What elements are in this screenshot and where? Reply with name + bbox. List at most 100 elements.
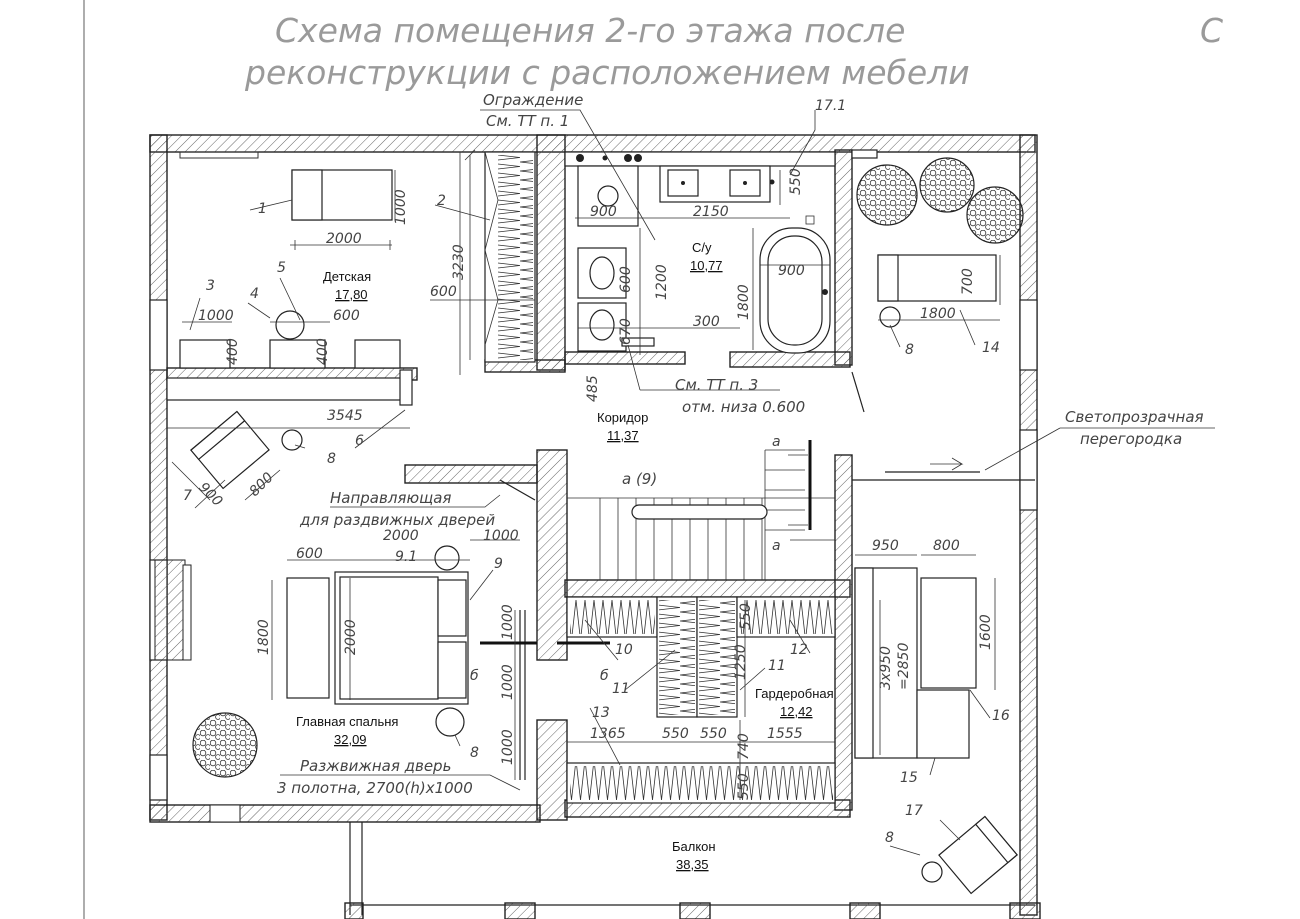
dim-sofa-seat: 800 — [933, 538, 960, 554]
marker-2: 2 — [437, 193, 446, 209]
dim-1250: 1250 — [733, 644, 749, 680]
dim-kids-bed-length: 2000 — [326, 231, 362, 247]
dim-master-bed-length: 2000 — [383, 528, 419, 544]
note-railing-2: См. ТТ п. 1 — [486, 112, 569, 130]
bedside-table-bottom — [435, 707, 465, 737]
section-mark-b-left: б — [470, 668, 479, 684]
marker-17-1: 17.1 — [815, 98, 846, 114]
leader-lines — [189, 109, 1215, 856]
stairs — [567, 440, 835, 580]
dim-bidet-width: 670 — [618, 318, 634, 345]
dim-desk-depth-a: 400 — [225, 338, 241, 365]
stair-handrail — [631, 504, 768, 520]
dim-740: 740 — [736, 733, 752, 760]
marker-9: 9 — [494, 556, 503, 572]
marker-12: 12 — [790, 642, 808, 658]
bench — [286, 577, 330, 699]
plant-pot-1 — [856, 164, 918, 226]
room-area-corridor: 11,37 — [607, 428, 639, 443]
dim-shelf-depth-3: 550 — [700, 726, 727, 742]
dim-chair-space: 600 — [333, 308, 360, 324]
room-name-wardrobe: Гардеробная — [755, 686, 834, 701]
room-area-wardrobe: 12,42 — [780, 704, 813, 719]
bathroom — [564, 151, 836, 354]
marker-8-d: 8 — [885, 830, 894, 846]
note-stair-section: а (9) — [622, 470, 657, 488]
note-sliding-door-1: Разжвижная дверь — [300, 757, 451, 775]
marker-1: 1 — [258, 201, 267, 217]
shower-drain — [597, 185, 619, 207]
marker-6: 6 — [355, 433, 364, 449]
marker-14: 14 — [982, 340, 1000, 356]
dim-master-bed-width: 2000 — [343, 619, 359, 655]
title-line-1: Схема помещения 2-го этажа после — [275, 11, 905, 50]
marker-11-a: 11 — [612, 681, 630, 697]
dim-bench-depth: 600 — [296, 546, 323, 562]
dim-wardrobe-depth: 600 — [430, 284, 457, 300]
dim-wc-width: 600 — [618, 266, 634, 293]
note-tt3-1: См. ТТ п. 3 — [675, 376, 758, 394]
marker-9-1: 9.1 — [395, 549, 417, 565]
marker-5: 5 — [277, 260, 286, 276]
terrace-top — [851, 149, 1035, 481]
dimension-lines — [167, 149, 1001, 800]
section-mark-a-top: а — [772, 434, 781, 450]
room-name-corridor: Коридор — [597, 410, 648, 425]
plant-pot-2 — [919, 157, 975, 213]
dim-coffee-table-length: 1600 — [978, 614, 994, 650]
note-tt3-2: отм. низа 0.600 — [682, 398, 805, 416]
dim-desk-width: 1000 — [198, 308, 234, 324]
outer-walls — [149, 134, 1038, 916]
dim-bath-length: 1800 — [736, 284, 752, 320]
kids-chair — [275, 310, 305, 340]
dim-lounger-width: 700 — [960, 268, 976, 295]
kids-desk — [179, 339, 231, 369]
dim-vanity-width: 2150 — [693, 204, 729, 220]
dim-shower-width: 900 — [590, 204, 617, 220]
bedside-table-top — [434, 545, 460, 571]
marker-7: 7 — [183, 488, 192, 504]
dim-1000: 1000 — [483, 528, 519, 544]
note-door-guide-2: для раздвижных дверей — [299, 511, 495, 529]
armchair-side-table — [281, 429, 303, 451]
title-line-2: реконструкции с расположением мебели — [244, 53, 970, 92]
marker-3: 3 — [206, 278, 215, 294]
dim-sofa-depth: 950 — [872, 538, 899, 554]
kids-room — [166, 151, 536, 406]
dim-sofa-length: =2850 — [896, 643, 912, 690]
dim-desk-depth-b: 400 — [315, 338, 331, 365]
coffee-table — [920, 577, 977, 689]
marker-15: 15 — [900, 770, 918, 786]
toilet — [589, 256, 615, 290]
dim-1365: 1365 — [590, 726, 626, 742]
dim-kids-bed-width: 1000 — [393, 189, 409, 225]
marker-8-c: 8 — [470, 745, 479, 761]
marker-10: 10 — [615, 642, 633, 658]
marker-8-b: 8 — [905, 342, 914, 358]
marker-17: 17 — [905, 803, 923, 819]
note-door-guide-1: Направляющая — [330, 489, 451, 507]
note-railing-1: Ограждение — [483, 91, 583, 109]
dim-door-panel-3: 1000 — [500, 729, 516, 765]
dim-wc-zone: 1200 — [654, 264, 670, 300]
room-name-balcony: Балкон — [672, 839, 716, 854]
dim-vanity-depth: 550 — [788, 168, 804, 195]
towel-radiator — [621, 337, 655, 347]
dim-shelf-depth-4: 550 — [736, 773, 752, 800]
title-edge-fragment: С — [1200, 11, 1223, 50]
balcony-side-table — [921, 861, 943, 883]
side-table — [879, 306, 901, 328]
note-glass-partition-1: Светопрозрачная — [1065, 408, 1204, 426]
room-area-kids: 17,80 — [335, 287, 368, 302]
room-area-master-bedroom: 32,09 — [334, 732, 367, 747]
marker-8-a: 8 — [327, 451, 336, 467]
marker-16: 16 — [992, 708, 1010, 724]
dim-door-panel-2: 1000 — [500, 664, 516, 700]
dim-lounger-length: 1800 — [920, 306, 956, 322]
dim-shelf-depth-1: 550 — [738, 603, 754, 630]
dim-shelf-depth-2: 550 — [662, 726, 689, 742]
plant-pot-3 — [966, 186, 1024, 244]
room-area-balcony: 38,35 — [676, 857, 709, 872]
room-name-kids: Детская — [323, 269, 371, 284]
dim-1555: 1555 — [767, 726, 803, 742]
